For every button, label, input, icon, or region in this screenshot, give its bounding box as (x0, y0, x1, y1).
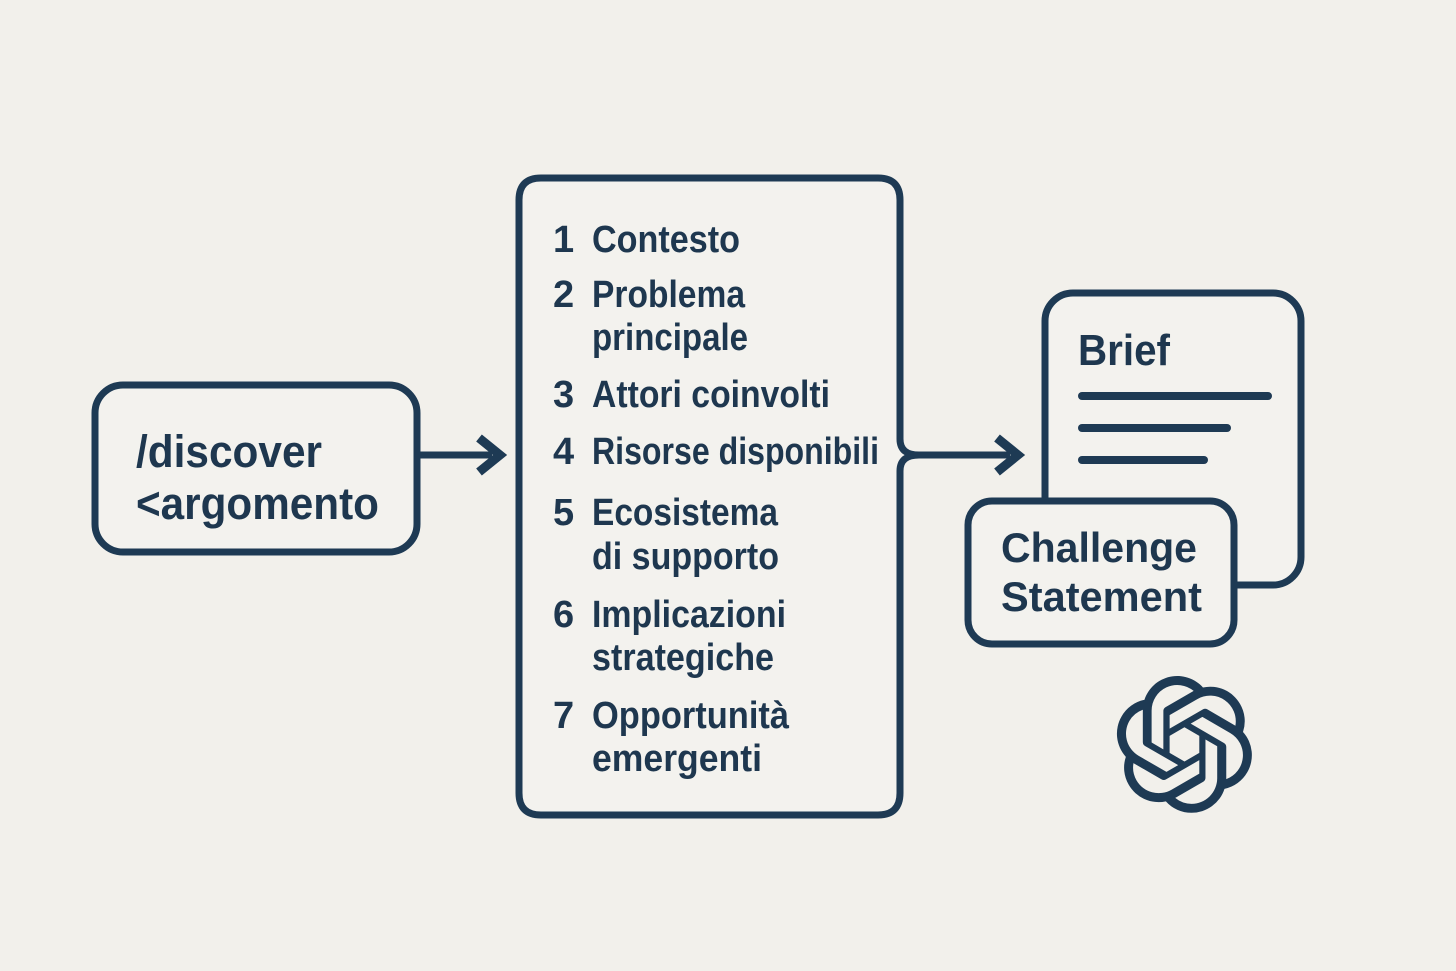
step-number: 5 (553, 492, 574, 534)
step-label-wrap: strategiche (592, 637, 774, 679)
step-label: Problema (592, 274, 746, 316)
arrow-head-icon (476, 434, 508, 476)
arrow-steps-to-output (912, 434, 1026, 476)
command-text-line2: <argomento (136, 478, 379, 529)
step-label: Attori coinvolti (592, 374, 830, 416)
command-text-line1: /discover (136, 426, 322, 477)
step-label-wrap: di supporto (592, 536, 779, 578)
steps-box-outline (515, 174, 920, 819)
step-label-wrap: principale (592, 317, 748, 359)
step-label: Opportunità (592, 695, 790, 737)
step-label: Ecosistema (592, 492, 779, 534)
step-label: Risorse disponibili (592, 431, 879, 473)
challenge-card: Challenge Statement (964, 497, 1238, 648)
openai-logo-path (1116, 676, 1252, 813)
step-label: Contesto (592, 219, 740, 261)
command-box: /discover <argomento (91, 381, 421, 556)
arrow-head-icon (994, 434, 1026, 476)
step-number: 6 (553, 594, 574, 636)
command-box-outline (91, 381, 421, 556)
step-number: 4 (553, 431, 574, 473)
challenge-text-line2: Statement (1001, 573, 1202, 620)
step-label-wrap: emergenti (592, 738, 762, 780)
step-number: 2 (553, 274, 574, 316)
openai-logo-icon (1116, 676, 1252, 813)
step-number: 1 (553, 219, 574, 261)
steps-box: 1 Contesto 2 Problema principale 3 Attor… (515, 174, 920, 819)
brief-title: Brief (1078, 326, 1170, 375)
arrow-command-to-steps (420, 434, 508, 476)
challenge-card-outline (964, 497, 1238, 648)
step-number: 3 (553, 374, 574, 416)
step-number: 7 (553, 695, 574, 737)
challenge-text-line1: Challenge (1001, 524, 1197, 571)
step-label: Implicazioni (592, 594, 786, 636)
